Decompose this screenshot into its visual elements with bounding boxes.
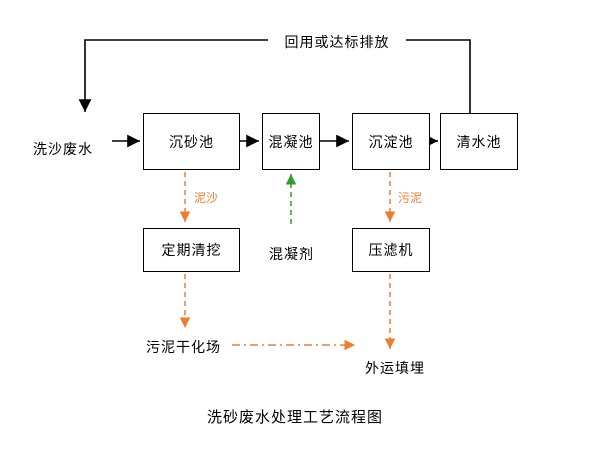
box-periodic-cleaning: 定期清挖 (143, 228, 240, 272)
diagram-title: 洗砂废水处理工艺流程图 (206, 409, 383, 426)
feedback-label: 回用或达标排放 (268, 32, 406, 52)
box-sedimentation-tank: 沉淀池 (352, 113, 430, 170)
box-periodic-cleaning-label: 定期清挖 (161, 242, 222, 258)
landfill-label: 外运填埋 (365, 360, 425, 376)
box-filter-press: 压滤机 (352, 228, 430, 272)
box-filter-press-label: 压滤机 (368, 242, 414, 258)
coagulant-label: 混凝剂 (269, 246, 314, 262)
box-grit-tank-label: 沉砂池 (169, 133, 214, 150)
silt-label: 泥沙 (194, 191, 219, 205)
box-grit-tank: 沉砂池 (143, 113, 240, 170)
drying-field-label: 污泥干化场 (146, 339, 221, 355)
box-coagulation-tank: 混凝池 (262, 113, 320, 170)
box-clean-water-tank: 清水池 (440, 113, 518, 170)
box-clean-water-tank-label: 清水池 (456, 133, 502, 150)
source-label: 洗沙废水 (33, 141, 93, 157)
box-sedimentation-tank-label: 沉淀池 (368, 133, 414, 150)
box-coagulation-tank-label: 混凝池 (268, 133, 314, 150)
sludge-label: 污泥 (398, 191, 423, 205)
